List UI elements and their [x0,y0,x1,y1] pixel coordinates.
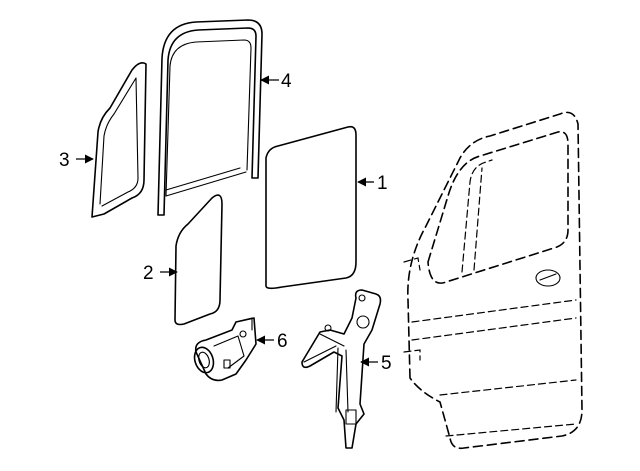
callout-2: 2 [143,263,178,284]
callout-4-label: 4 [281,71,292,92]
part-2-quarter-glass [174,194,223,326]
part-6-regulator-motor [193,317,257,382]
callout-3-label: 3 [59,150,70,171]
callout-2-label: 2 [143,263,154,284]
door-shell-outline [403,111,583,450]
part-5-window-regulator [301,289,382,449]
callout-4: 4 [260,71,292,92]
callout-1-label: 1 [377,173,388,194]
part-3-vent-seal [91,62,147,218]
callout-5: 5 [360,353,392,374]
callout-6: 6 [256,331,288,352]
callout-3: 3 [59,150,94,171]
callout-1: 1 [357,173,388,194]
callout-6-label: 6 [277,331,288,352]
part-4-window-channel [157,19,263,216]
callout-5-label: 5 [381,353,392,374]
part-1-door-glass [265,125,357,290]
